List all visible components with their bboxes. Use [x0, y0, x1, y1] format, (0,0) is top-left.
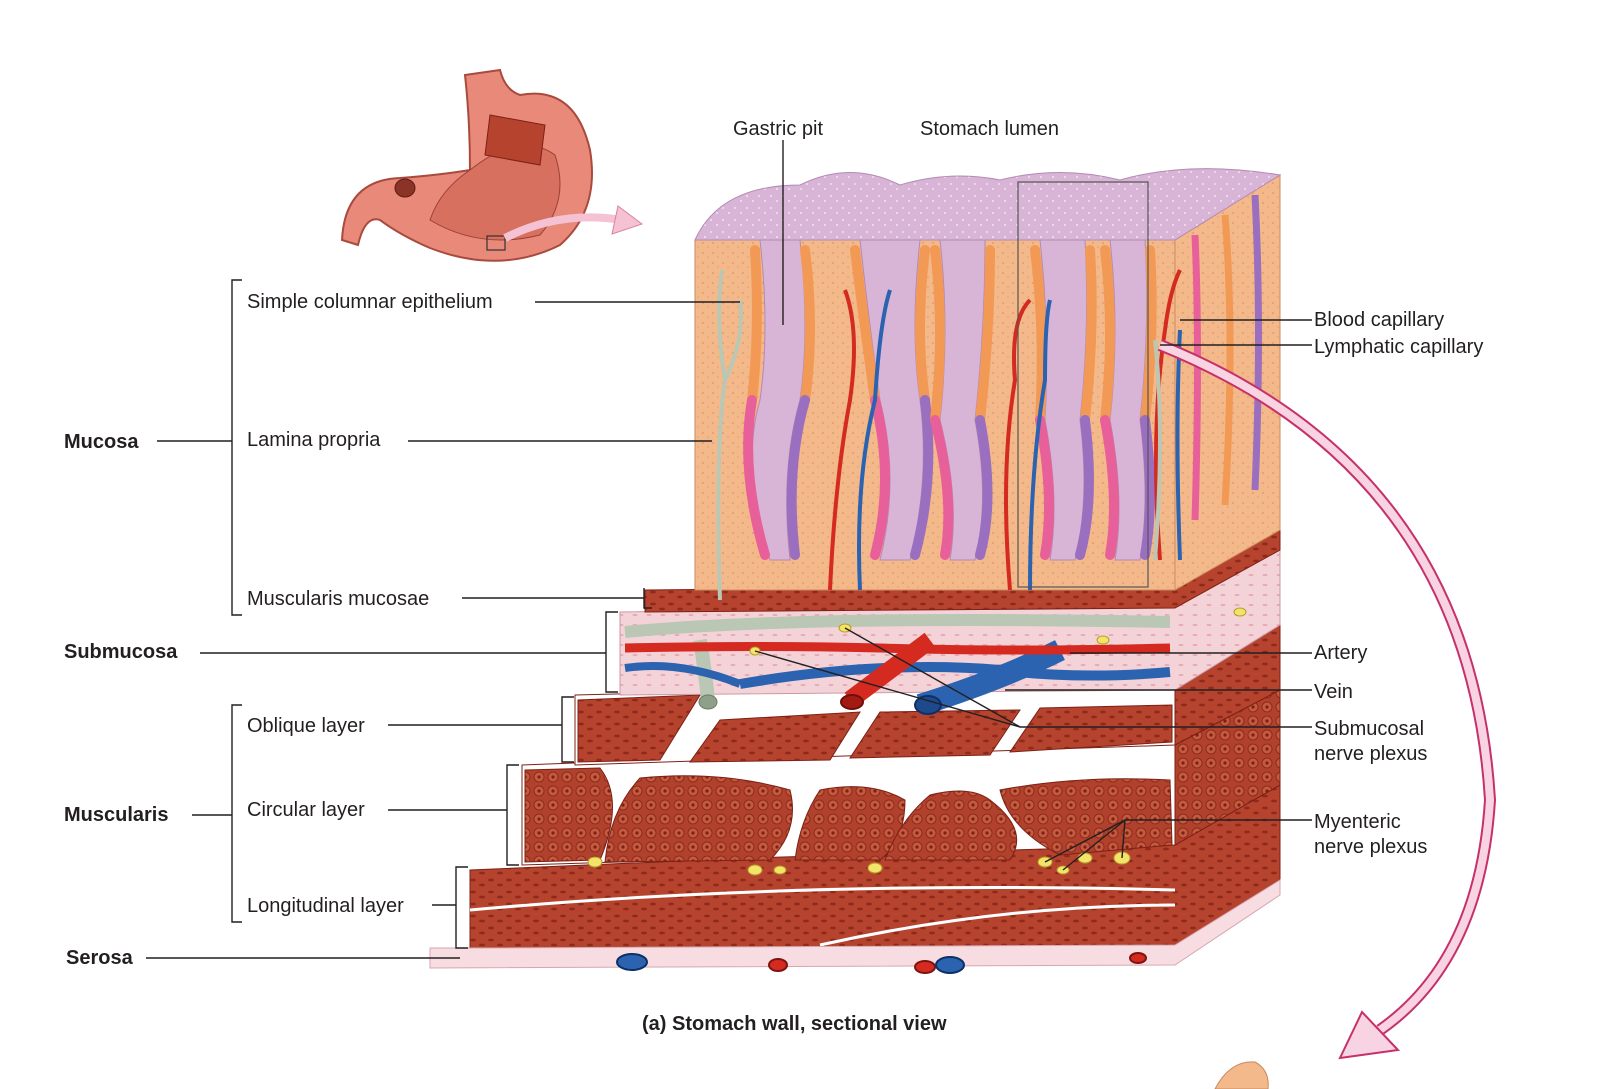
stomach-inset-illustration	[340, 68, 593, 262]
pointer-arrow-detail	[1157, 339, 1497, 1060]
serosa-layer	[429, 879, 1281, 974]
muscularis-mucosae-label: Muscularis mucosae	[247, 588, 430, 610]
lamina-propria-label: Lamina propria	[247, 429, 381, 451]
simple-columnar-epithelium-label: Simple columnar epithelium	[247, 291, 493, 313]
vein-label: Vein	[1314, 681, 1353, 703]
leader-lines	[146, 140, 1312, 959]
mucosa-label: Mucosa	[64, 431, 139, 453]
submucosa-tissue	[619, 544, 1281, 716]
pointer-arrow-inset	[503, 205, 644, 242]
serosa-label: Serosa	[66, 947, 133, 969]
figure-caption: (a) Stomach wall, sectional view	[642, 1013, 947, 1035]
mucosa-tissue	[694, 168, 1282, 601]
lymphatic-capillary-label: Lymphatic capillary	[1314, 336, 1484, 358]
circular-layer-tissue	[521, 679, 1281, 876]
myenteric-nerve-plexus-label: Myenteric nerve plexus	[1314, 811, 1428, 858]
circular-layer-label: Circular layer	[247, 799, 365, 821]
partial-structure	[1214, 1061, 1269, 1089]
blood-capillary-label: Blood capillary	[1314, 309, 1445, 331]
submucosa-label: Submucosa	[64, 641, 178, 663]
submucosal-nerve-plexus-label: Submucosal nerve plexus	[1314, 718, 1428, 765]
muscularis-label: Muscularis	[64, 804, 169, 826]
oblique-layer-label: Oblique layer	[247, 715, 365, 737]
gastric-pit-label: Gastric pit	[733, 118, 824, 140]
detail-box	[1017, 181, 1149, 588]
stomach-lumen-label: Stomach lumen	[920, 118, 1059, 140]
artery-label: Artery	[1314, 642, 1368, 664]
longitudinal-layer-label: Longitudinal layer	[247, 895, 404, 917]
